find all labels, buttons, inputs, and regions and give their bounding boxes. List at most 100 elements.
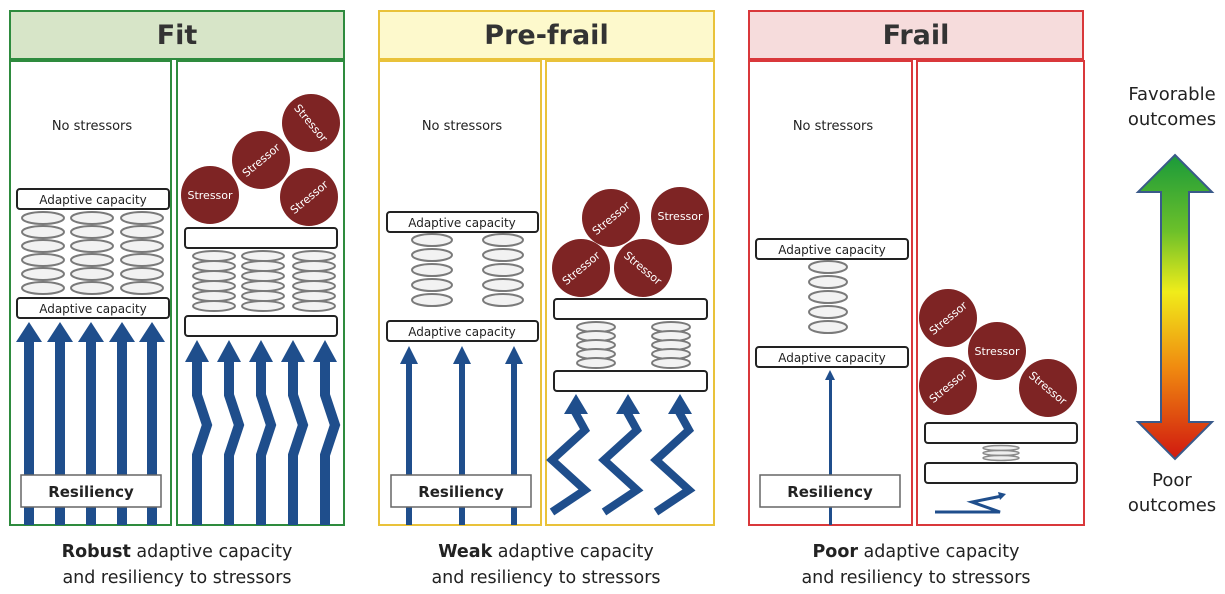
frail-zigzag-arrows	[935, 494, 1003, 514]
favorable-outcomes-label: Favorable outcomes	[1112, 82, 1225, 132]
stressor-ball	[651, 187, 709, 245]
spring-coil	[411, 248, 453, 262]
arrow-head	[16, 322, 42, 342]
prefrail-resiliency-box	[390, 474, 532, 508]
fit-caption: Robust adaptive capacity and resiliency …	[0, 539, 357, 591]
stressor-ball	[280, 168, 338, 226]
fit-adaptive-bottom-label: Adaptive capacity	[39, 302, 147, 316]
fit-header: Fit	[9, 10, 345, 60]
favorable-line1: Favorable	[1128, 84, 1216, 105]
spring-coil	[21, 211, 65, 225]
prefrail-panel: No stressors Adaptive capacity Adaptive …	[378, 60, 715, 526]
spring-coil	[482, 278, 524, 292]
fit-resiliency-arrows	[16, 322, 165, 525]
spring-coil	[70, 267, 114, 281]
spring-coil	[120, 281, 164, 295]
fit-no-stressors: No stressors	[52, 119, 133, 134]
fit-compressed-springs	[192, 250, 336, 312]
spring-coil	[411, 278, 453, 292]
frail-caption-line1: adaptive capacity	[857, 542, 1020, 562]
spring-coil	[21, 267, 65, 281]
fit-panel: No stressors	[9, 60, 345, 526]
arrow-head	[139, 322, 165, 342]
arrow-head	[668, 394, 692, 414]
fit-compressed-bottom-plate	[184, 315, 338, 337]
spring-coil	[21, 225, 65, 239]
arrow-head	[281, 340, 305, 362]
spring-coil	[70, 225, 114, 239]
prefrail-caption: Weak adaptive capacity and resiliency to…	[366, 539, 726, 591]
spring-coil	[120, 239, 164, 253]
spring-coil	[982, 454, 1020, 462]
spring-coil	[21, 239, 65, 253]
spring-coil	[292, 260, 336, 272]
stressor-ball	[181, 166, 239, 224]
stressor-ball	[614, 239, 672, 297]
prefrail-compressed-top-plate	[553, 298, 708, 320]
arrow-shaft	[24, 340, 34, 525]
prefrail-title: Pre-frail	[484, 19, 609, 51]
stressor-ball	[968, 322, 1026, 380]
fit-caption-bold: Robust	[61, 542, 131, 562]
fit-zigzag-heads	[185, 340, 337, 362]
arrow-head	[616, 394, 640, 414]
fit-adaptive-bottom-plate	[16, 297, 170, 319]
stressor-label: Stressor	[187, 189, 233, 202]
spring-coil	[241, 300, 285, 312]
spring-coil	[808, 290, 848, 304]
arrow-head	[564, 394, 588, 414]
spring-coil	[808, 305, 848, 319]
arrow-shaft	[117, 340, 127, 525]
stressor-ball	[919, 357, 977, 415]
favorable-line2: outcomes	[1127, 109, 1217, 130]
arrow-shaft	[511, 362, 517, 525]
zigzag-arrow	[650, 410, 696, 516]
fit-resiliency-label: Resiliency	[48, 483, 134, 501]
spring-coil	[292, 280, 336, 292]
frail-adaptive-top-plate	[755, 238, 909, 260]
fit-resiliency-box	[20, 474, 162, 508]
spring-coil	[70, 239, 114, 253]
prefrail-no-stressors: No stressors	[422, 119, 503, 134]
arrow-head	[217, 340, 241, 362]
spring-coil	[241, 280, 285, 292]
frail-compressed-top-plate	[924, 422, 1078, 444]
frail-compressed-springs	[982, 444, 1020, 462]
arrow-head	[78, 322, 104, 342]
arrow-shaft	[86, 340, 96, 525]
spring-coil	[120, 225, 164, 239]
spring-coil	[241, 270, 285, 282]
prefrail-compressed-bottom-plate	[553, 370, 708, 392]
frail-springs	[808, 260, 848, 334]
spring-coil	[70, 253, 114, 267]
spring-coil	[292, 300, 336, 312]
prefrail-right-box	[545, 60, 715, 526]
spring-coil	[482, 263, 524, 277]
frail-panel: No stressors Adaptive capacity Adaptive …	[748, 60, 1085, 526]
fit-caption-line1: adaptive capacity	[130, 542, 293, 562]
fit-caption-line2: and resiliency to stressors	[62, 568, 292, 588]
spring-coil	[482, 233, 524, 247]
frail-compressed-bottom-plate	[924, 462, 1078, 484]
poor-outcomes-label: Poor outcomes	[1112, 468, 1225, 518]
frail-zigzag-heads	[998, 492, 1006, 500]
spring-coil	[21, 281, 65, 295]
prefrail-caption-line1: adaptive capacity	[492, 542, 654, 562]
stressor-ball	[1019, 359, 1077, 417]
spring-coil	[808, 275, 848, 289]
prefrail-compressed-springs	[576, 321, 691, 369]
arrow-head	[400, 346, 418, 364]
prefrail-caption-line2: and resiliency to stressors	[431, 568, 661, 588]
frail-adaptive-top-label: Adaptive capacity	[778, 243, 886, 257]
spring-coil	[192, 280, 236, 292]
arrow-head	[185, 340, 209, 362]
prefrail-zigzag-heads	[564, 394, 692, 414]
spring-coil	[651, 357, 691, 369]
spring-coil	[192, 260, 236, 272]
fit-zigzag-arrows	[192, 360, 341, 525]
spring-coil	[808, 260, 848, 274]
prefrail-adaptive-top-label: Adaptive capacity	[408, 216, 516, 230]
frail-resiliency-box	[759, 474, 901, 508]
zigzag-arrow	[224, 360, 245, 525]
